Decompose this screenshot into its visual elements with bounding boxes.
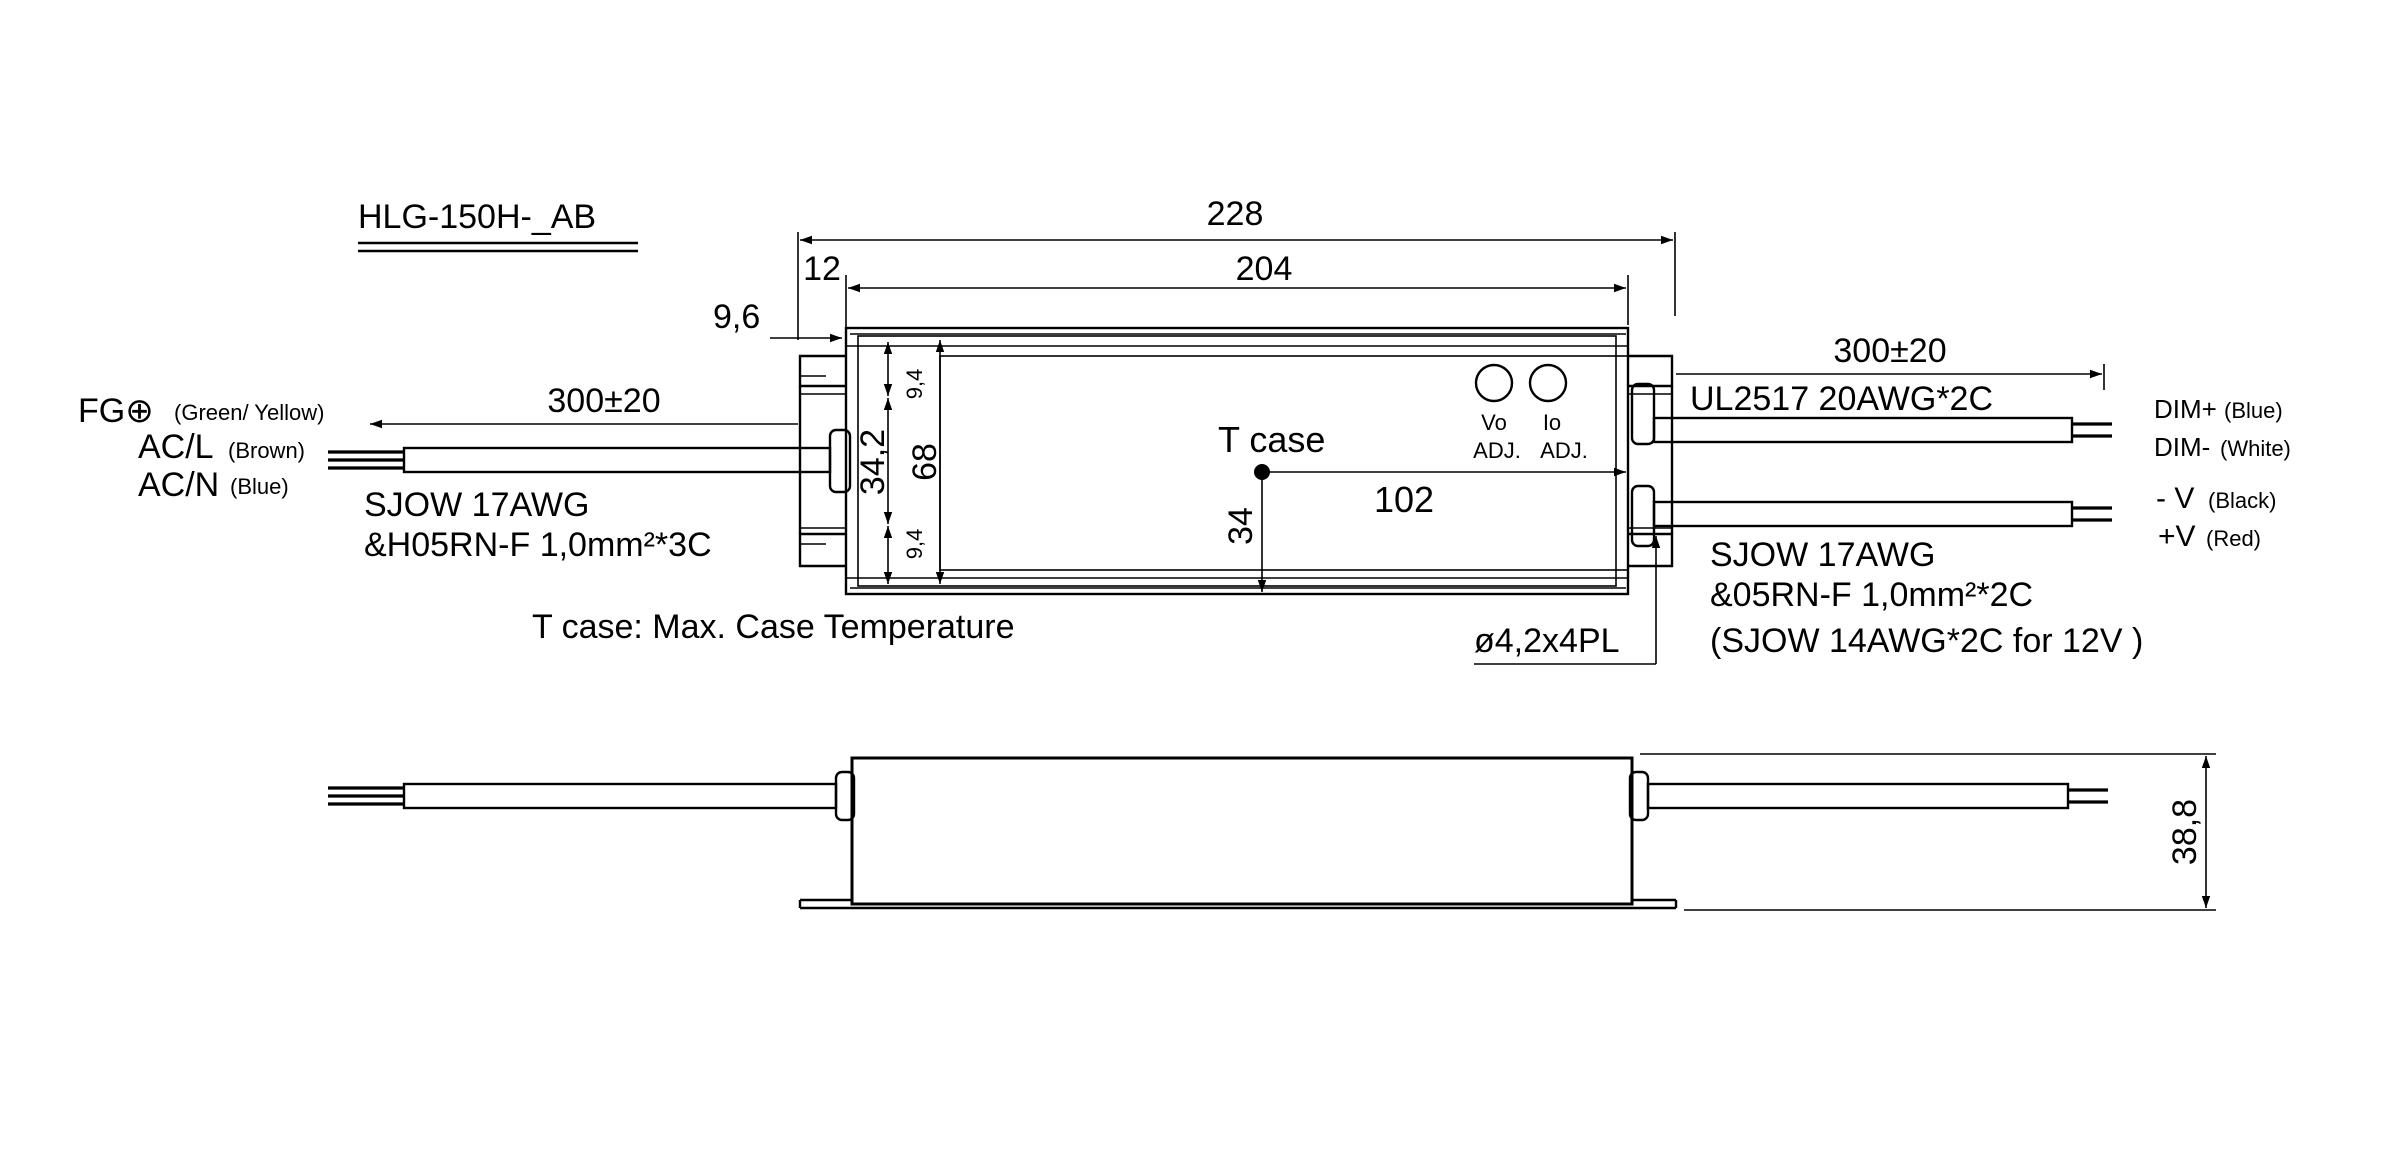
dim-flange-label: 12 (803, 250, 841, 288)
dim-overall-length-label: 228 (1207, 195, 1264, 233)
dim-tcase-x-label: 102 (1374, 479, 1434, 520)
dim-tcase-y-label: 34 (1222, 507, 1260, 545)
input-length-label: 300±20 (547, 382, 660, 420)
fg-color-label: (Green/ Yellow) (174, 400, 324, 425)
dim-output-length: 300±20 (1676, 332, 2105, 390)
dim-minus-label: DIM- (2154, 432, 2210, 462)
dim-plus-color: (Blue) (2224, 398, 2283, 423)
input-spec-2: &H05RN-F 1,0mm²*3C (364, 526, 712, 564)
acn-color-label: (Blue) (230, 474, 289, 499)
tcase-note: T case: Max. Case Temperature (532, 608, 1015, 646)
dim-plus-label: DIM+ (2154, 394, 2217, 424)
dim-mount-top: 9,4 (883, 342, 927, 400)
vo-adj-circle (1474, 363, 1514, 403)
output-spec-2: &05RN-F 1,0mm²*2C (1710, 576, 2033, 614)
dim-offset-label: 9,6 (713, 298, 760, 336)
dim-mount-spacing-label: 34,2 (854, 429, 892, 495)
v-plus-color: (Red) (2206, 526, 2261, 551)
model-title: HLG-150H-_AB (358, 198, 596, 236)
input-spec-1: SJOW 17AWG (364, 486, 589, 524)
vo-label: Vo (1481, 410, 1507, 435)
hole-label: ø4,2x4PL (1474, 622, 1620, 660)
dim-mount-spacing: 34,2 (854, 398, 893, 524)
housing-edge-ticks (850, 333, 1626, 589)
io-adj-circle (1528, 363, 1568, 403)
acn-label: AC/N (138, 466, 219, 504)
housing-top-view (798, 326, 1674, 596)
dim-width-label: 68 (906, 443, 944, 481)
v-minus-color: (Black) (2208, 488, 2276, 513)
vo-adj-label: ADJ. (1473, 438, 1521, 463)
dim-mount-bottom: 9,4 (883, 526, 927, 584)
dim-mount-bottom-label: 9,4 (902, 529, 927, 560)
v-plus-label: +V (2158, 520, 2196, 553)
tcase-marker: T case 102 34 (1218, 419, 1626, 592)
dim-body-length-label: 204 (1236, 250, 1293, 288)
side-input-cable (328, 782, 838, 810)
adjust-potentiometers: Vo Io ADJ. ADJ. (1473, 363, 1588, 463)
housing-side-view (798, 756, 1678, 910)
dim-minus-color: (White) (2220, 436, 2291, 461)
dim-height-label: 38,8 (2166, 799, 2204, 865)
hole-callout: ø4,2x4PL (1474, 536, 1661, 665)
output-spec-3: (SJOW 14AWG*2C for 12V ) (1710, 622, 2143, 660)
fg-label: FG⊕ (78, 392, 154, 430)
output-cable-dim (1652, 416, 2112, 444)
acl-color-label: (Brown) (228, 438, 305, 463)
io-label: Io (1543, 410, 1561, 435)
dim-mount-top-label: 9,4 (902, 369, 927, 400)
dim-overall-length: 228 (797, 195, 1676, 340)
dim-height: 38,8 (1640, 753, 2216, 911)
dim-body-length: 204 (845, 250, 1629, 330)
output-cable-power (1652, 500, 2112, 528)
acl-label: AC/L (138, 428, 214, 466)
output-spec-1: SJOW 17AWG (1710, 536, 1935, 574)
dim-input-length: 300±20 (370, 382, 798, 429)
side-output-cable (1646, 782, 2108, 810)
dim-width: 68 (906, 340, 945, 584)
io-adj-label: ADJ. (1540, 438, 1588, 463)
input-cable (328, 446, 832, 474)
tcase-label: T case (1218, 419, 1325, 460)
v-minus-label: - V (2156, 482, 2194, 515)
dim-offset: 9,6 (713, 298, 842, 343)
dim-cable-spec: UL2517 20AWG*2C (1690, 380, 1993, 418)
output-length-label: 300±20 (1833, 332, 1946, 370)
